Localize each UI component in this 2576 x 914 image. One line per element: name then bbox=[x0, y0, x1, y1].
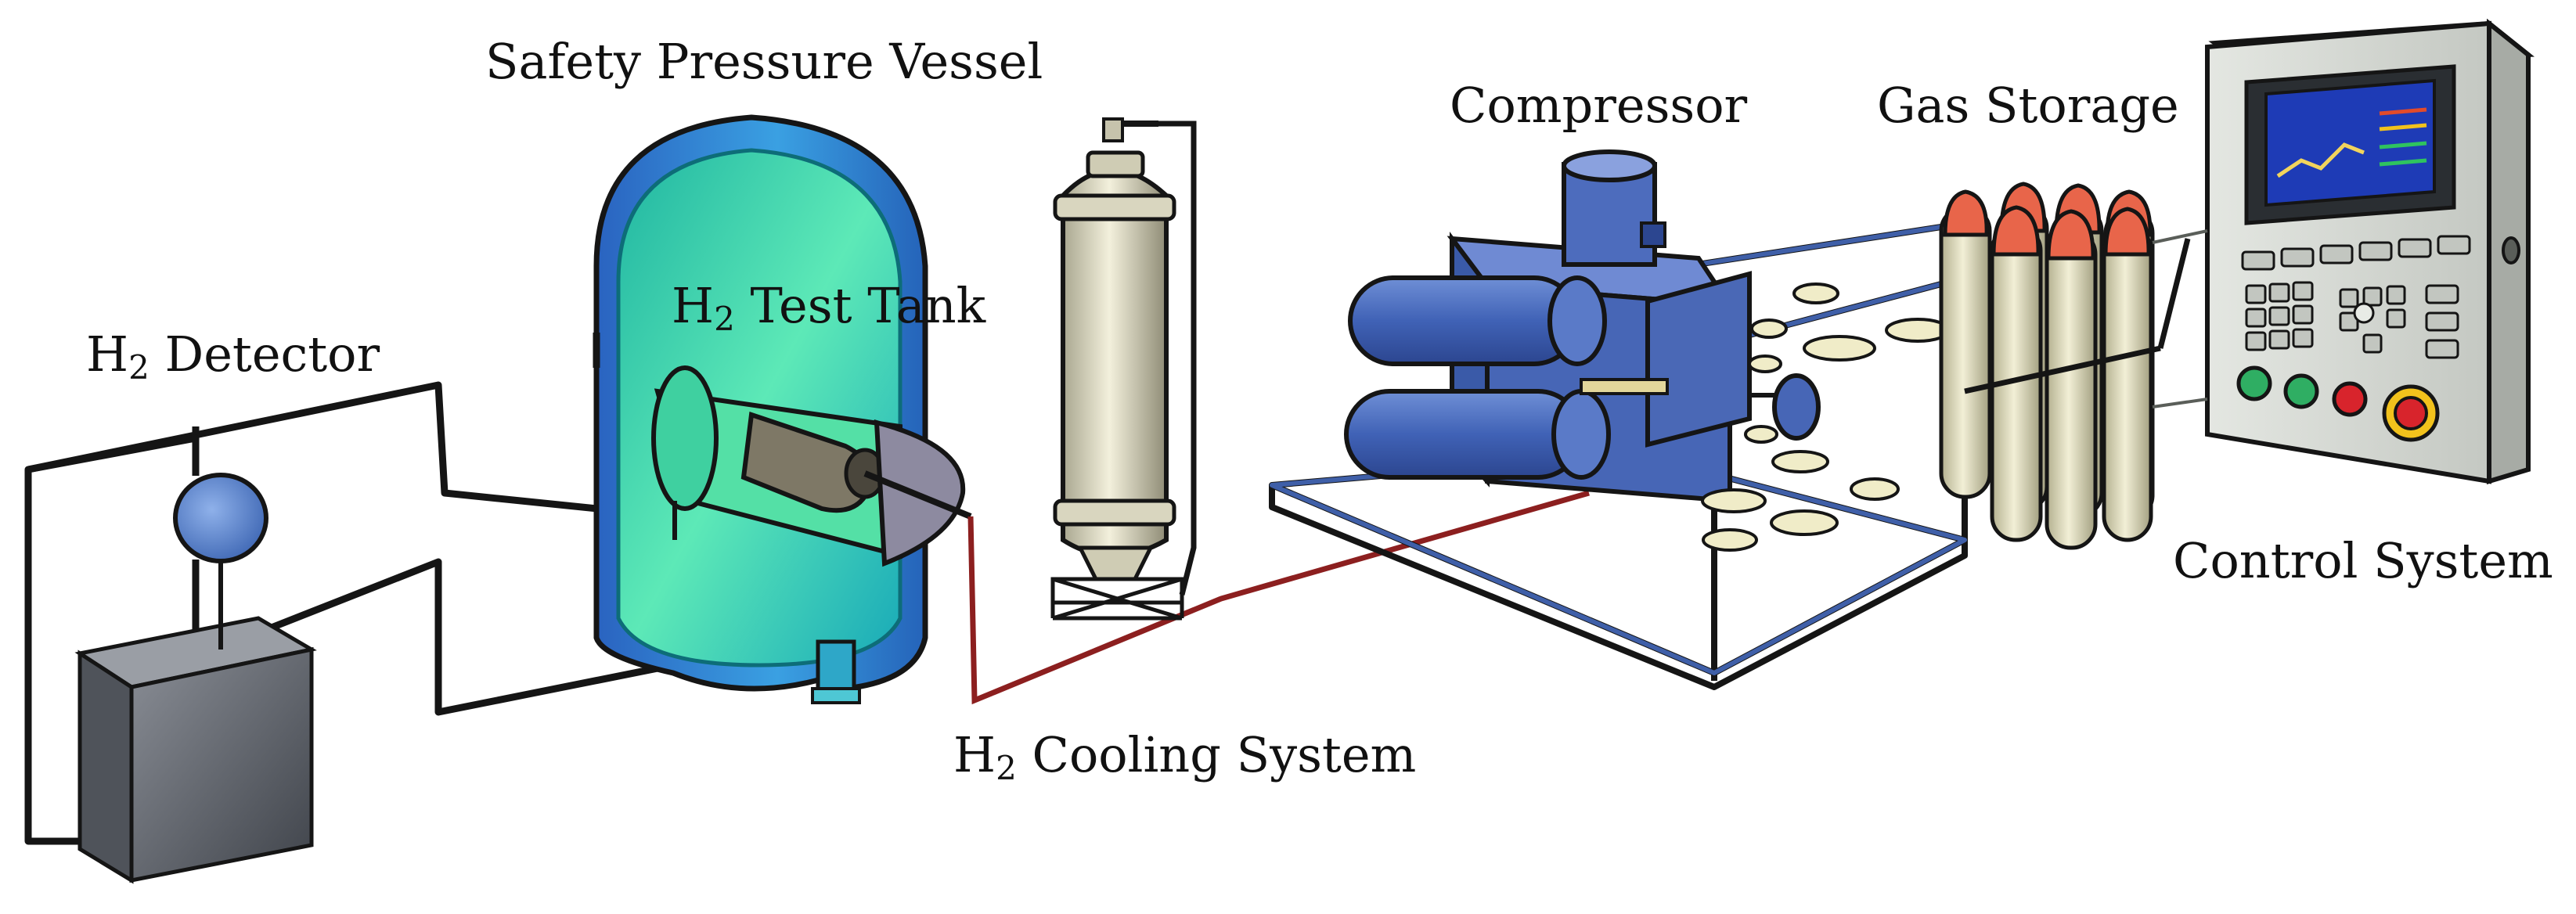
h2-detector-label: H2 Detector bbox=[86, 326, 380, 387]
h2-cooling-system-label: H2 Cooling System bbox=[953, 726, 1417, 787]
test-tank-icon bbox=[651, 365, 972, 567]
gas-storage-label: Gas Storage bbox=[1877, 77, 2179, 134]
control-system-label: Control System bbox=[2173, 532, 2553, 589]
h2-test-tank-label: H2 Test Tank bbox=[672, 277, 986, 338]
detector-piping bbox=[24, 381, 816, 853]
gas-detector-icon bbox=[173, 473, 268, 650]
storage-connector bbox=[1964, 238, 2191, 394]
control-panel-icon bbox=[2205, 18, 2535, 485]
detector-box bbox=[74, 616, 317, 884]
control-cable bbox=[2152, 229, 2208, 408]
gas-cylinder-icon bbox=[1939, 182, 2155, 550]
base-discs bbox=[1701, 282, 1951, 552]
compressor-icon bbox=[1344, 149, 1821, 504]
compressor-label: Compressor bbox=[1450, 77, 1748, 134]
cooling-line bbox=[967, 490, 1590, 705]
cooling-column-icon bbox=[1050, 117, 1197, 621]
safety-pressure-vessel-label: Safety Pressure Vessel bbox=[485, 33, 1043, 90]
